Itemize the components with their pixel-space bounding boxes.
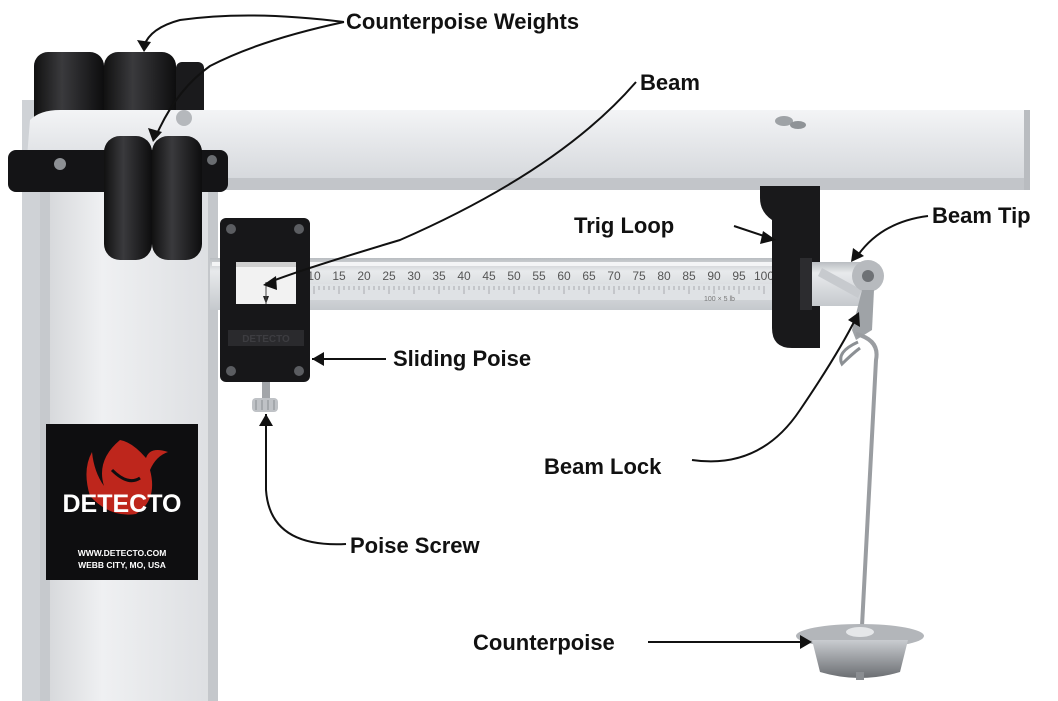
counterpoise-hanger bbox=[855, 332, 879, 627]
label-trig-loop: Trig Loop bbox=[574, 213, 675, 238]
beam-tick-label: 75 bbox=[632, 269, 646, 283]
beam-tick-label: 55 bbox=[532, 269, 546, 283]
arrow-poise-screw bbox=[259, 414, 273, 426]
label-counterpoise-weights: Counterpoise Weights bbox=[346, 9, 580, 34]
beam-lock bbox=[839, 290, 874, 367]
beam-tick-label: 50 bbox=[507, 269, 521, 283]
beam-tick-label: 65 bbox=[582, 269, 596, 283]
beam-scale-ticks: 0510152025303540455055606570758085909510… bbox=[261, 269, 775, 283]
arrow-counterpoise bbox=[800, 635, 812, 649]
arrow-beam-lock bbox=[848, 312, 860, 327]
arrow-trig-loop bbox=[760, 231, 776, 244]
brand-plate: DETECTO WWW.DETECTO.COM WEBB CITY, MO, U… bbox=[46, 424, 198, 580]
arrowheads bbox=[137, 40, 864, 649]
beam-tick-label: 40 bbox=[457, 269, 471, 283]
leader-counterpoise-weights-rear bbox=[143, 14, 345, 47]
poise-embossed-label: DETECTO bbox=[242, 334, 290, 345]
brand-name: DETECTO bbox=[63, 490, 182, 518]
beam-tick-label: 60 bbox=[557, 269, 571, 283]
beam-tick-label: 70 bbox=[607, 269, 621, 283]
leader-counterpoise-weights-front bbox=[155, 21, 345, 137]
beam-tick-label: 20 bbox=[357, 269, 371, 283]
sliding-poise: DETECTO bbox=[220, 218, 310, 382]
beam-tick-label: 80 bbox=[657, 269, 671, 283]
label-sliding-poise: Sliding Poise bbox=[393, 346, 532, 371]
arrow-counterpoise-weights-front bbox=[148, 128, 162, 142]
arrow-beam-tip bbox=[851, 248, 864, 262]
trig-loop bbox=[760, 186, 820, 348]
label-beam-tip: Beam Tip bbox=[932, 203, 1031, 228]
beam: 100 × 5 lb 05101520253035404550556065707… bbox=[210, 258, 812, 310]
beam-tick-label: 95 bbox=[732, 269, 746, 283]
beam-tick-label: 100 bbox=[754, 269, 774, 283]
arrow-beam bbox=[263, 276, 277, 290]
beam-tick-label: 45 bbox=[482, 269, 496, 283]
beam-tick-label: 10 bbox=[307, 269, 321, 283]
label-counterpoise: Counterpoise bbox=[473, 630, 615, 655]
leader-poise-screw bbox=[265, 414, 347, 546]
poise-screw bbox=[252, 382, 278, 412]
beam-fine-scale-note: 100 × 5 lb bbox=[704, 296, 735, 303]
arrow-sliding-poise bbox=[312, 352, 324, 366]
beam-tick-label: 35 bbox=[432, 269, 446, 283]
beam-tip bbox=[812, 260, 884, 306]
leader-beam-tip bbox=[855, 215, 929, 259]
counterpoise-disk bbox=[796, 624, 924, 680]
beam-tick-label: 90 bbox=[707, 269, 721, 283]
front-counterpoise-weights bbox=[8, 136, 228, 260]
beam-graduations bbox=[263, 286, 765, 294]
beam-tick-label: 25 bbox=[382, 269, 396, 283]
leader-beam bbox=[269, 81, 637, 283]
leader-lines bbox=[143, 14, 929, 643]
beam-tick-label: 85 bbox=[682, 269, 696, 283]
leader-beam-lock bbox=[691, 317, 857, 463]
beam-tick-label: 15 bbox=[332, 269, 346, 283]
label-beam: Beam bbox=[640, 70, 700, 95]
brand-location: WEBB CITY, MO, USA bbox=[78, 560, 166, 570]
label-beam-lock: Beam Lock bbox=[544, 454, 662, 479]
brand-url: WWW.DETECTO.COM bbox=[78, 548, 167, 558]
beam-tick-label: 30 bbox=[407, 269, 421, 283]
label-poise-screw: Poise Screw bbox=[350, 533, 480, 558]
arrow-counterpoise-weights-rear bbox=[137, 40, 151, 52]
